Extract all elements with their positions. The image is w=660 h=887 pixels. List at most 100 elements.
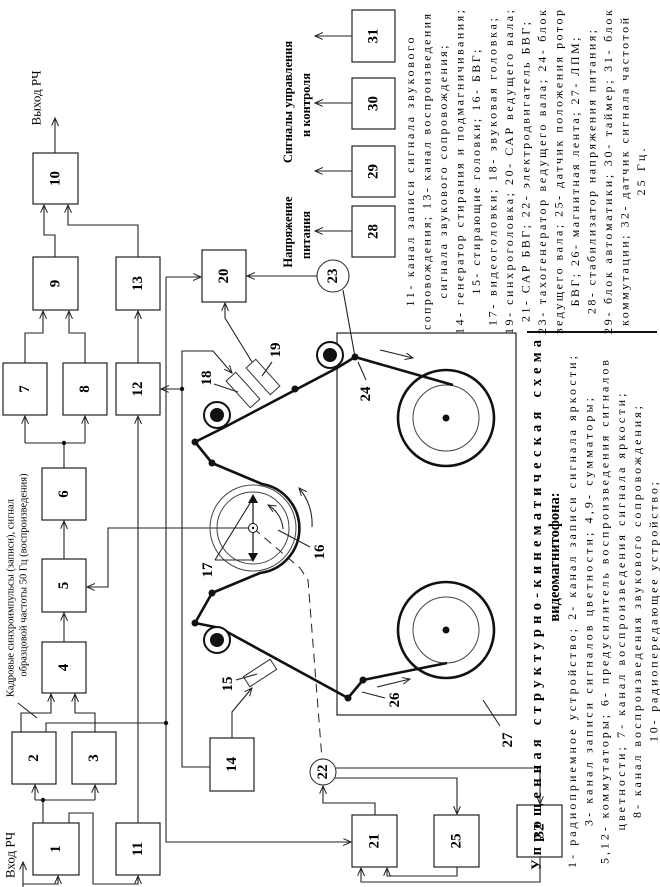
block-8: 8 (62, 362, 108, 416)
pinch-rollers (203, 341, 344, 654)
wire-22-to-25 (335, 777, 457, 814)
junction-dot (61, 440, 67, 446)
rotation-arrow-icon (268, 505, 284, 530)
wire-8-to-9 (69, 311, 86, 363)
magnetic-tape (193, 355, 454, 700)
block-3: 3 (71, 731, 117, 785)
audio-head-18 (225, 371, 261, 409)
block-number: 12 (130, 382, 146, 397)
block-number: 4 (56, 663, 72, 671)
legend-left: 1- радиоприемное устройство; 2- канал за… (565, 356, 660, 868)
wire-14-to-15 (231, 688, 252, 738)
legend-line: 15- стирающие головки; 16- БВГ; (469, 50, 483, 295)
legend-line: сигнала звукового сопровождения; (436, 46, 450, 299)
tape-direction-arrow-icon (379, 349, 413, 358)
label-27: 27 (500, 732, 516, 748)
wire-3-to-4 (75, 694, 96, 732)
block-31: 31 (351, 9, 396, 63)
wire-frame-sync (45, 722, 166, 732)
block-21: 21 (351, 814, 398, 868)
block-number: 30 (366, 96, 382, 111)
label-15: 15 (220, 677, 236, 692)
block-frame (351, 77, 396, 130)
wire-19-to-20 (225, 303, 253, 363)
block-28: 28 (351, 205, 396, 258)
block-frame (351, 205, 396, 258)
diagram-title: Упрощенная структурно-кинематическая схе… (529, 339, 545, 870)
label-24: 24 (358, 386, 374, 402)
block-number: 1 (48, 845, 64, 853)
block-13: 13 (115, 256, 161, 311)
signal-wiring (17, 36, 540, 887)
head-drum (209, 484, 313, 572)
legend-line: 10- радиопередающее устройство; (647, 482, 660, 742)
legend-line: 21- САР БВГ; 22- электродвигатель БВГ; (519, 22, 533, 322)
block-20: 20 (201, 249, 247, 303)
block-frame (201, 249, 247, 303)
legend-line: коммутации; 32- датчик сигнала частотой (618, 17, 632, 326)
block-frame (115, 362, 161, 416)
block-frame (351, 9, 396, 63)
label-26: 26 (387, 692, 403, 708)
block-frame (516, 804, 563, 858)
component-leaders (213, 361, 501, 727)
rotation-arrow-icon (299, 488, 313, 528)
frame-sync-label-2: образцовой частоты 50 Гц (воспроизведени… (19, 473, 30, 677)
block-number: 2 (26, 754, 42, 762)
motor-22-label: 22 (315, 765, 331, 780)
legend-line: 11- канал записи сигнала звукового (403, 38, 417, 307)
block-number: 11 (130, 842, 146, 856)
wire-25-to-21 (387, 867, 458, 877)
wire-21-to-22 (323, 786, 376, 815)
frame-sync-label-1: Кадровые синхроимпульсы (записи), сигнал (6, 499, 17, 697)
tachogenerator-23 (316, 259, 350, 293)
legend-line: 14- генератор стирания и подмагничивания… (453, 10, 467, 334)
rf-input-label: Вход РЧ (3, 831, 18, 878)
block-frame (71, 731, 117, 785)
wire-1-to-11 (68, 812, 138, 885)
legend-line: 23- тахогенератор ведущего вала; 24- бло… (535, 10, 549, 334)
block-number: 25 (449, 834, 465, 849)
block-frame (41, 558, 87, 613)
legend-line: 17- видеоголовки; 18- звуковая головка; (486, 18, 500, 326)
wire-9-to-10 (44, 205, 56, 257)
frame-sync-leader (17, 702, 38, 719)
tape-guides (191, 353, 367, 702)
block-14: 14 (209, 737, 255, 792)
legend-line: 8- канал воспроизведения звукового сопро… (630, 406, 644, 818)
block-frame (32, 256, 79, 311)
block-number: 21 (367, 834, 383, 849)
supply-voltage-label-1: Напряжение (281, 196, 295, 268)
legend-line: ведущего вала; 25- датчик положения рото… (552, 10, 566, 334)
tachogenerator-23-label: 23 (325, 269, 341, 284)
block-number: 13 (130, 276, 146, 291)
rf-output-label: Выход РЧ (29, 70, 44, 126)
block-number: 10 (48, 171, 64, 186)
legend-line: 5,12- коммутаторы; 6- предусилитель восп… (598, 360, 612, 864)
block-11: 11 (115, 822, 161, 876)
block-frame (351, 145, 396, 198)
block-number: 9 (48, 280, 64, 288)
block-number: 20 (216, 269, 232, 284)
diagram-title-2: видеомагнитофона: (547, 492, 563, 621)
block-10: 10 (32, 152, 79, 205)
block-frame (115, 256, 161, 311)
block-frame (32, 822, 80, 876)
junction-dot (179, 386, 185, 392)
block-number: 8 (77, 385, 93, 393)
control-signals-label-1: Сигналы управления (281, 41, 295, 164)
label-17: 17 (200, 562, 216, 578)
wire-16-to-5 (87, 527, 253, 587)
wire-2-to-4 (20, 694, 51, 732)
legend-line: 25 Гц. (634, 149, 648, 196)
block-7: 7 (2, 362, 48, 416)
block-1: 1 (32, 822, 80, 876)
link-23-to-capstan (342, 289, 356, 358)
wire-14-to-18 (181, 350, 232, 768)
block-frame (11, 731, 57, 785)
block-number: 5 (56, 582, 72, 590)
block-30: 30 (351, 77, 396, 130)
label-19: 19 (268, 343, 284, 358)
legend-line: сопровождения; 13- канал воспроизведения (420, 14, 434, 330)
